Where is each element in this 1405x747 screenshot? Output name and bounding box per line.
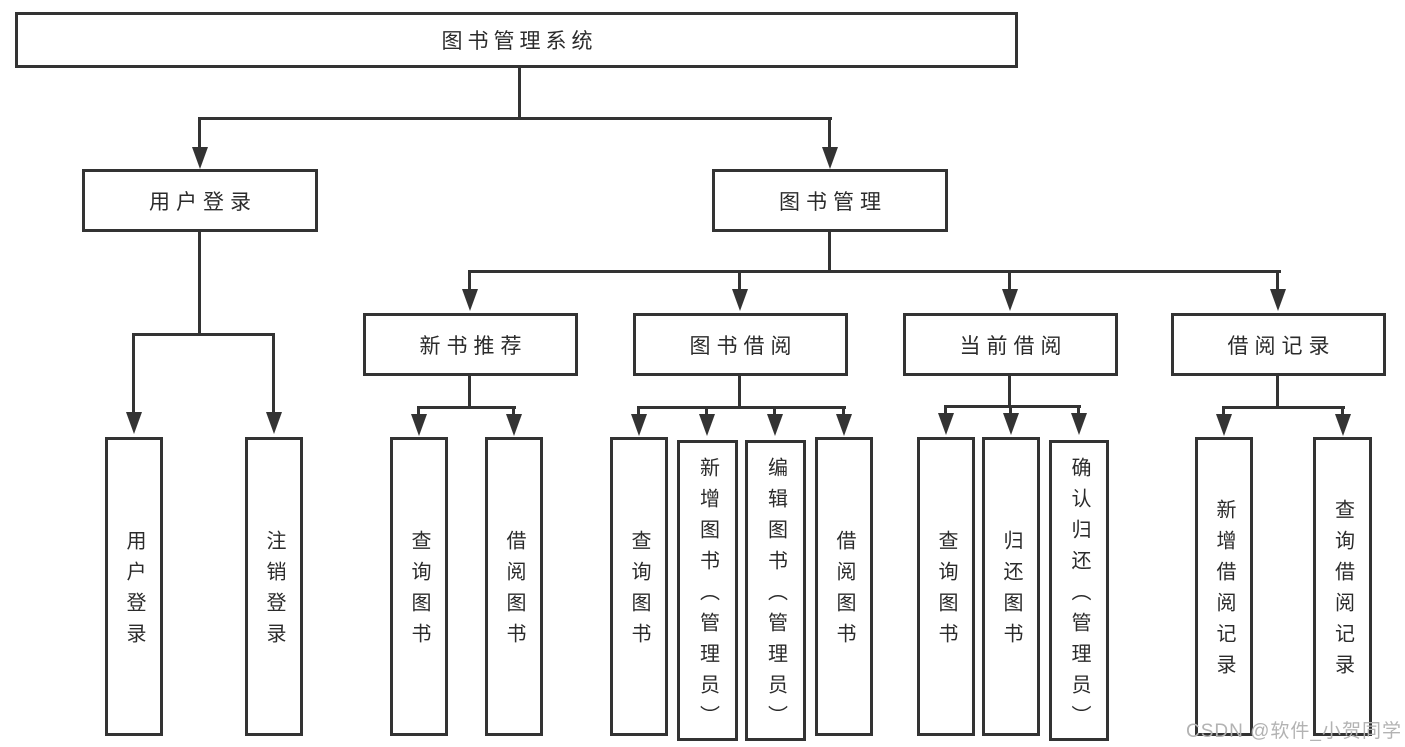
- connector-line: [468, 270, 471, 292]
- arrow-down-icon: [1335, 414, 1351, 436]
- connector-line: [272, 333, 275, 414]
- node-label: 新书推荐: [419, 334, 528, 358]
- node-label: 图书管理: [779, 190, 887, 214]
- connector-line: [1077, 405, 1080, 416]
- node-label: 借阅记录: [1227, 334, 1336, 358]
- leaf-label: 查询图书: [408, 530, 430, 654]
- watermark: CSDN @软件_小贺同学: [1186, 721, 1402, 742]
- connector-line: [417, 406, 516, 409]
- connector-line: [828, 230, 831, 273]
- connector-line: [637, 406, 846, 409]
- arrow-down-icon: [411, 414, 427, 436]
- leaf-label: 编辑图书（管理员）: [764, 456, 787, 736]
- leaf-label: 借阅图书: [503, 530, 525, 654]
- connector-line: [944, 405, 1081, 408]
- connector-line: [512, 406, 515, 417]
- arrow-down-icon: [836, 414, 852, 436]
- arrow-down-icon: [732, 289, 748, 311]
- leaf-add-book-admin: 新增图书（管理员）: [677, 440, 738, 741]
- arrow-down-icon: [1071, 413, 1087, 435]
- connector-line: [198, 230, 201, 336]
- arrow-down-icon: [126, 412, 142, 434]
- leaf-add-borrow-record: 新增借阅记录: [1195, 437, 1253, 736]
- connector-line: [842, 406, 845, 417]
- connector-line: [468, 374, 471, 409]
- connector-line: [468, 270, 1281, 273]
- connector-line: [773, 406, 776, 417]
- arrow-down-icon: [192, 147, 208, 169]
- node-label: 图书借阅: [689, 334, 798, 358]
- connector-line: [1222, 406, 1225, 417]
- leaf-return-books: 归还图书: [982, 437, 1040, 736]
- arrow-down-icon: [699, 414, 715, 436]
- node-label: 图书管理系统: [441, 30, 598, 53]
- connector-line: [637, 406, 640, 417]
- leaf-borrow-books: 借阅图书: [815, 437, 873, 736]
- leaf-query-books: 查询图书: [917, 437, 975, 736]
- connector-line: [198, 117, 832, 120]
- leaf-label: 借阅图书: [833, 530, 855, 654]
- leaf-label: 用户登录: [123, 530, 145, 654]
- connector-line: [1008, 270, 1011, 292]
- connector-line: [1276, 374, 1279, 409]
- leaf-edit-book-admin: 编辑图书（管理员）: [745, 440, 806, 741]
- connector-line: [944, 405, 947, 416]
- leaf-label: 新增图书（管理员）: [696, 456, 719, 736]
- node-borrowing-records: 借阅记录: [1171, 313, 1386, 376]
- leaf-logout: 注销登录: [245, 437, 303, 736]
- node-label: 当前借阅: [959, 334, 1068, 358]
- connector-line: [132, 333, 275, 336]
- leaf-label: 查询图书: [628, 530, 650, 654]
- leaf-label: 注销登录: [263, 530, 285, 654]
- leaf-confirm-return-admin: 确认归还（管理员）: [1049, 440, 1109, 741]
- arrow-down-icon: [1216, 414, 1232, 436]
- leaf-label: 确认归还（管理员）: [1068, 456, 1090, 736]
- arrow-down-icon: [1002, 289, 1018, 311]
- leaf-query-books: 查询图书: [390, 437, 448, 736]
- arrow-down-icon: [767, 414, 783, 436]
- node-book-borrowing: 图书借阅: [633, 313, 848, 376]
- arrow-down-icon: [266, 412, 282, 434]
- connector-line: [738, 374, 741, 409]
- arrow-down-icon: [631, 414, 647, 436]
- node-library-system: 图书管理系统: [15, 12, 1018, 68]
- connector-line: [828, 117, 831, 149]
- connector-line: [1276, 270, 1279, 292]
- node-user-login: 用户登录: [82, 169, 318, 232]
- arrow-down-icon: [462, 289, 478, 311]
- connector-line: [1222, 406, 1345, 409]
- leaf-label: 查询借阅记录: [1331, 499, 1354, 685]
- node-new-book-recommendation: 新书推荐: [363, 313, 578, 376]
- leaf-query-borrow-record: 查询借阅记录: [1313, 437, 1372, 736]
- connector-line: [738, 270, 741, 292]
- leaf-borrow-books: 借阅图书: [485, 437, 543, 736]
- arrow-down-icon: [822, 147, 838, 169]
- connector-line: [518, 66, 521, 119]
- connector-line: [1008, 374, 1011, 408]
- leaf-query-books: 查询图书: [610, 437, 668, 736]
- leaf-user-login: 用户登录: [105, 437, 163, 736]
- node-book-management: 图书管理: [712, 169, 948, 232]
- arrow-down-icon: [1003, 413, 1019, 435]
- leaf-label: 查询图书: [935, 530, 957, 654]
- connector-line: [198, 117, 201, 149]
- arrow-down-icon: [506, 414, 522, 436]
- arrow-down-icon: [1270, 289, 1286, 311]
- connector-line: [132, 333, 135, 414]
- connector-line: [705, 406, 708, 417]
- node-current-borrowing: 当前借阅: [903, 313, 1118, 376]
- connector-line: [417, 406, 420, 417]
- arrow-down-icon: [938, 413, 954, 435]
- connector-line: [1341, 406, 1344, 417]
- node-label: 用户登录: [149, 190, 257, 214]
- leaf-label: 归还图书: [1000, 530, 1022, 654]
- leaf-label: 新增借阅记录: [1213, 499, 1235, 685]
- connector-line: [1009, 405, 1012, 416]
